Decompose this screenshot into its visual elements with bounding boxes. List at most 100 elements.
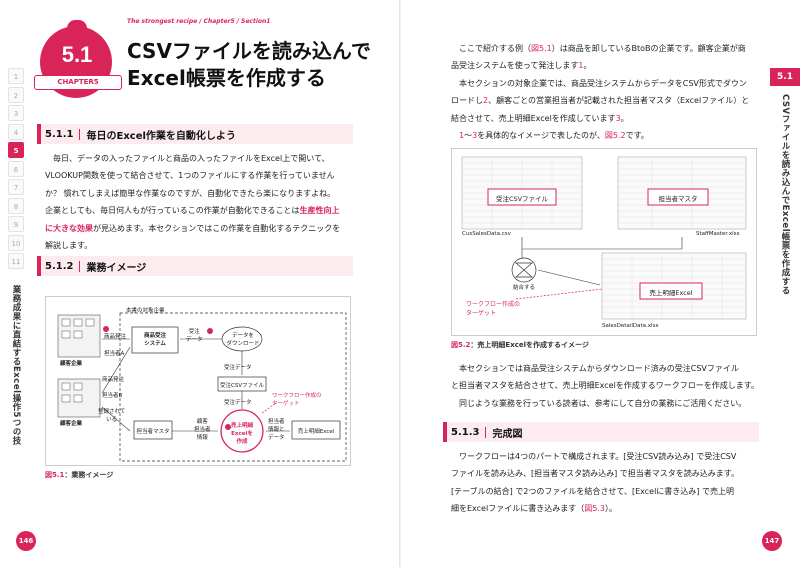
section-title: 業務イメージ bbox=[86, 262, 147, 274]
chapter-title: CSVファイルを読み込んで Excel帳票を作成する bbox=[127, 38, 371, 92]
figure-caption: 図5.1：業務イメージ bbox=[45, 470, 113, 480]
text-line: 解説します。 bbox=[45, 241, 93, 251]
text-span: 品受注システムを使って発注します bbox=[451, 61, 579, 71]
step-badge-2 bbox=[207, 328, 213, 334]
target-company-frame bbox=[119, 312, 347, 462]
download-node bbox=[221, 326, 263, 352]
text-line: 結合させて、売上明細Excelを作成しています3。 bbox=[451, 113, 629, 123]
caption-number: 図5.1 bbox=[45, 471, 65, 479]
figure-reference: 図5.3 bbox=[584, 504, 605, 514]
text-span: 結合させて、売上明細Excelを作成しています bbox=[451, 113, 616, 123]
text-line: 品受注システムを使って発注します1。 bbox=[451, 61, 592, 71]
csv-filename: CusSalesData.csv bbox=[462, 231, 511, 237]
text-span: が見込めます。本セクションではこの作業を自動化するテクニックを bbox=[93, 223, 341, 233]
chef-hat-icon bbox=[67, 20, 87, 30]
building-icon bbox=[57, 378, 101, 418]
customer-label: 顧客企業 bbox=[60, 361, 83, 367]
download-label: データを ダウンロード bbox=[226, 333, 260, 347]
text-line: 毎日、データの入ったファイルと商品の入ったファイルをExcel上で開いて、 bbox=[53, 154, 330, 163]
left-side-title: 業務成果に直結するExcel操作5つの技 bbox=[11, 285, 21, 445]
step-badge-3 bbox=[225, 424, 231, 430]
text-line: ファイルを読み込み、[担当者マスタ読み込み] で担当者マスタを読み込みます。 bbox=[451, 469, 739, 479]
business-flow-diagram bbox=[57, 312, 347, 462]
text-line: 本セクションの対象企業では、商品受注システムからデータをCSV形式でダウン bbox=[459, 78, 747, 88]
chapter-tab[interactable]: 2 bbox=[8, 86, 24, 103]
step-number: 3 bbox=[615, 113, 621, 123]
person-b-label: 担当者B bbox=[102, 393, 123, 399]
text-span: ここで紹介する例（ bbox=[459, 44, 531, 53]
staff-info-label: 担当者 情報と データ bbox=[268, 419, 285, 441]
text-line: ここで紹介する例（図5.1）は商品を卸しているBtoBの企業です。顧客企業が商 bbox=[451, 40, 763, 57]
text-span: です。 bbox=[625, 131, 649, 141]
text-line: ロードし2、顧客ごとの営業担当者が記載された担当者マスタ（Excelファイル）と bbox=[451, 92, 763, 109]
master-callout-label: 担当者マスタ bbox=[658, 195, 698, 203]
badge-number: 5.1 bbox=[61, 42, 93, 67]
text-span: ）。 bbox=[604, 504, 617, 514]
chapter-title-line2: Excel帳票を作成する bbox=[127, 66, 326, 90]
target-company-label: 本書の対象企業 bbox=[126, 308, 165, 314]
caption-number: 図5.2 bbox=[451, 341, 471, 349]
section-number: 5.1.2 bbox=[41, 260, 81, 272]
master-filename: StaffMaster.xlsx bbox=[696, 231, 740, 237]
chapter-tab[interactable]: 3 bbox=[8, 105, 24, 121]
text-line: と担当者マスタを結合させて、売上明細Excelを作成するワークフローを作成します… bbox=[451, 381, 759, 391]
sales-callout bbox=[639, 282, 703, 300]
text-line: [テーブルの結合] で2つのファイルを結合させて、[Excelに書き込み] で売… bbox=[451, 486, 734, 496]
building-icon bbox=[57, 314, 101, 358]
csv-file-node bbox=[217, 376, 267, 392]
registered-label: 登録されて いる bbox=[98, 409, 126, 423]
sales-callout-label: 売上明細Excel bbox=[649, 289, 693, 297]
order-label: 商品発注 bbox=[104, 334, 127, 340]
person-a-label: 担当者A bbox=[104, 351, 125, 357]
chapter-tab[interactable]: 7 bbox=[8, 179, 24, 195]
section-heading-512: 5.1.2 業務イメージ bbox=[37, 256, 353, 276]
order-data-label: 受注データ bbox=[224, 365, 252, 371]
sales-filename: SalesDetailData.xlsx bbox=[602, 323, 659, 329]
chapter-tab[interactable]: 10 bbox=[8, 234, 24, 251]
staff-master-label: 担当者マスタ bbox=[136, 429, 170, 435]
text-line: 本セクションでは商品受注システムからダウンロード済みの受注CSVファイル bbox=[459, 364, 739, 373]
highlight-text: 生産性向上 bbox=[299, 206, 340, 216]
workflow-target-label: ワークフロー作成の ターゲット bbox=[272, 393, 322, 407]
create-excel-label: 売上明細 Excelを 作成 bbox=[230, 423, 253, 445]
chapter-tab[interactable]: 6 bbox=[8, 160, 24, 177]
step-number: 1 bbox=[578, 61, 584, 71]
caption-text: ：業務イメージ bbox=[64, 471, 114, 479]
step-number: 3 bbox=[472, 131, 478, 141]
section-tab-right[interactable]: 5.1 bbox=[770, 68, 800, 86]
customer-label: 顧客企業 bbox=[60, 421, 83, 427]
text-span: を具体的なイメージで表したのが、 bbox=[477, 131, 605, 141]
sales-excel-label: 売上明細Excel bbox=[297, 429, 335, 435]
csv-label: 受注CSVファイル bbox=[219, 383, 265, 389]
chapter-tab[interactable]: 4 bbox=[8, 123, 24, 140]
figure-reference: 図5.2 bbox=[604, 131, 626, 141]
text-line: 1〜3を具体的なイメージで表したのが、図5.2です。 bbox=[451, 127, 763, 144]
section-title: 毎日のExcel作業を自動化しよう bbox=[86, 130, 236, 142]
master-callout bbox=[647, 188, 709, 206]
order-data-label: 受注データ bbox=[224, 400, 252, 406]
chapter-badge: 5.1 CHAPTER5 bbox=[34, 20, 122, 98]
text-line: に大きな効果が見込めます。本セクションではこの作業を自動化するテクニックを bbox=[45, 220, 357, 237]
running-header: The strongest recipe / Chapter5 / Sectio… bbox=[127, 18, 271, 25]
figure-5-1: 本書の対象企業 顧客企業 顧客企業 商品発注 担当者A 商品発注 担当者B 登録… bbox=[45, 296, 351, 466]
chapter-tab[interactable]: 11 bbox=[8, 253, 24, 269]
text-span: 企業としても、毎日何人もが行っているこの作業が自動化できることは bbox=[45, 206, 300, 216]
section-heading-513: 5.1.3 完成図 bbox=[443, 422, 759, 442]
chapter-tab[interactable]: 8 bbox=[8, 197, 24, 214]
text-line: ワークフローは4つのパートで構成されます。[受注CSV読み込み] で受注CSV bbox=[459, 452, 737, 461]
chapter-tab[interactable]: 9 bbox=[8, 216, 24, 232]
staff-master-node bbox=[133, 420, 173, 440]
page-number-left: 146 bbox=[16, 531, 36, 551]
section-heading-511: 5.1.1 毎日のExcel作業を自動化しよう bbox=[37, 124, 353, 144]
combine-label: 結合する bbox=[512, 285, 535, 291]
step-number: 2 bbox=[483, 96, 489, 106]
text-line: か？ 慣れてしまえば簡単な作業なのですが、自動化できたら楽になりますよね。 bbox=[45, 188, 336, 198]
workflow-target-label: ワークフロー作成の ターゲット bbox=[466, 301, 521, 317]
badge-ribbon: CHAPTER5 bbox=[34, 75, 122, 90]
chapter-tab[interactable]: 1 bbox=[8, 68, 24, 84]
chapter-tab-active[interactable]: 5 bbox=[8, 142, 24, 158]
step-number: 1 bbox=[459, 131, 465, 141]
highlight-text: に大きな効果 bbox=[45, 223, 93, 233]
paragraph-511: 毎日、データの入ったファイルと商品の入ったファイルをExcel上で開いて、 VL… bbox=[45, 150, 357, 254]
paragraph-513: ワークフローは4つのパートで構成されます。[受注CSV読み込み] で受注CSV … bbox=[451, 448, 763, 518]
